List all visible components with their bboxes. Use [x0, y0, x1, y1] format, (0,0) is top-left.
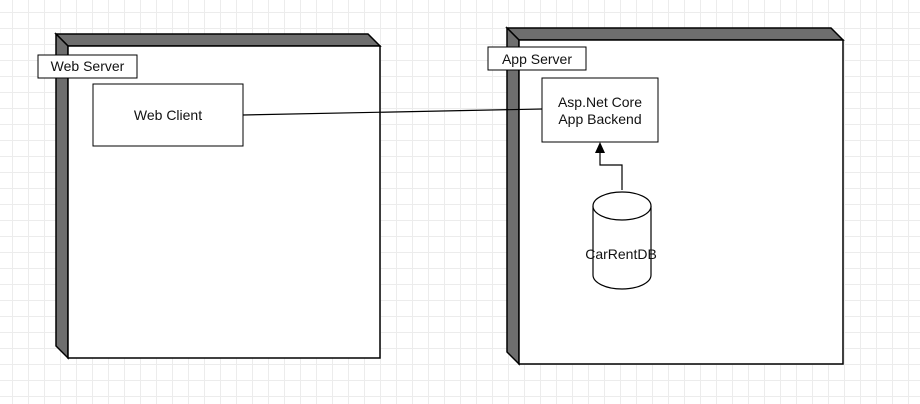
database-cylinder-body [592, 206, 652, 290]
app-server-node-side [506, 26, 520, 366]
web-server-label: Web Server [51, 58, 125, 74]
web-server-node-side [55, 32, 69, 360]
backend-box [541, 77, 659, 143]
app-server-label: App Server [502, 51, 572, 67]
web-server-node-top [54, 33, 382, 47]
app-server-node-top [505, 27, 845, 41]
db-backend-connector[interactable] [599, 150, 623, 190]
web-server-label-box [37, 54, 138, 79]
database-label: CarRentDB [585, 246, 657, 262]
app-server-label-box [487, 46, 587, 71]
carrentdb-database[interactable]: CarRentDB [585, 191, 657, 290]
web-client-label: Web Client [134, 107, 202, 123]
backend-component[interactable]: Asp.Net Core App Backend [541, 77, 659, 143]
backend-label-line-2: App Backend [558, 111, 641, 127]
app-server-node-face [518, 39, 844, 365]
web-client-component[interactable]: Web Client [92, 83, 244, 147]
db-backend-arrowhead [595, 142, 605, 153]
app-server-node[interactable]: App Server [487, 26, 845, 366]
backend-label-line-1: Asp.Net Core [558, 94, 642, 110]
client-backend-connector[interactable] [242, 108, 543, 116]
web-server-node[interactable]: Web Server [37, 32, 382, 360]
database-cylinder-top [592, 191, 652, 221]
